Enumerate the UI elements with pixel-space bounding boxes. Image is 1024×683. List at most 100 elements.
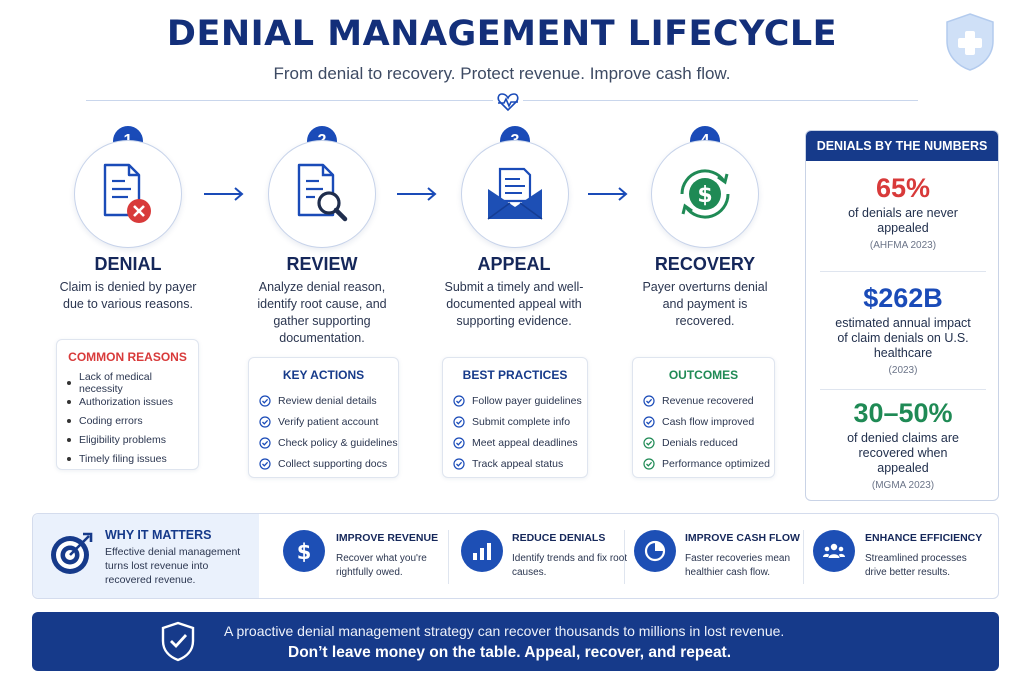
benefit-divider: [624, 530, 625, 584]
step-1-circle: [74, 140, 182, 248]
heartbeat-icon: [493, 92, 523, 112]
medical-shield-icon: [946, 13, 994, 71]
stat-divider: [820, 271, 986, 272]
action-item: Check policy & guidelines: [249, 432, 398, 453]
banner-line-1: A proactive denial management strategy c…: [224, 623, 785, 639]
key-actions-card: KEY ACTIONS Review denial details Verify…: [248, 357, 399, 478]
best-practices-card: BEST PRACTICES Follow payer guidelines S…: [442, 357, 588, 478]
check-circle-icon: [259, 415, 271, 428]
banner-line-2: Don’t leave money on the table. Appeal, …: [288, 644, 732, 661]
benefit-text: Streamlined processes drive better resul…: [865, 553, 967, 578]
step-3-title: APPEAL: [477, 254, 551, 274]
arrow-right-icon: [204, 187, 244, 201]
common-reasons-title: COMMON REASONS: [68, 350, 187, 364]
why-it-matters-text: Effective denial management turns lost r…: [105, 546, 241, 586]
check-circle-icon: [453, 436, 465, 449]
page-subtitle: From denial to recovery. Protect revenue…: [273, 64, 731, 83]
benefit-text: Identify trends and fix root causes.: [512, 553, 628, 578]
action-item: Verify patient account: [249, 411, 398, 432]
pie-chart-icon: [634, 530, 676, 572]
benefit-divider: [448, 530, 449, 584]
bullet-icon: [67, 418, 71, 423]
check-circle-icon: [259, 457, 271, 470]
stat-value: $262B: [863, 283, 943, 313]
why-it-matters-highlight: WHY IT MATTERS Effective denial manageme…: [33, 514, 259, 598]
check-circle-icon: [453, 415, 465, 428]
stat-divider: [820, 389, 986, 390]
bullet-icon: [67, 399, 71, 404]
check-circle-icon: [453, 394, 465, 407]
svg-text:$: $: [697, 183, 712, 208]
best-practices-title: BEST PRACTICES: [462, 368, 568, 382]
reason-item: Timely filing issues: [57, 448, 198, 469]
check-circle-icon: [453, 457, 465, 470]
reason-item: Authorization issues: [57, 391, 198, 412]
stat-source: (2023): [888, 365, 918, 376]
step-4-description: Payer overturns denial and payment is re…: [642, 280, 768, 328]
check-circle-icon: [259, 436, 271, 449]
action-item: Review denial details: [249, 390, 398, 411]
stat-description: estimated annual impact of claim denials…: [835, 316, 971, 360]
benefit-divider: [803, 530, 804, 584]
stat-value: 65%: [875, 173, 931, 203]
practice-item: Track appeal status: [443, 453, 587, 474]
bullet-icon: [67, 456, 71, 461]
outcome-item: Performance optimized: [633, 453, 774, 474]
benefit-text: Recover what you're rightfully owed.: [336, 553, 427, 578]
stat-value: 30–50%: [853, 398, 953, 428]
team-icon: [813, 530, 855, 572]
shield-check-icon: [161, 621, 195, 662]
outcomes-title: OUTCOMES: [668, 368, 739, 382]
envelope-document-icon: [487, 167, 543, 220]
bar-chart-icon: [461, 530, 503, 572]
denied-document-icon: [103, 163, 151, 223]
practice-item: Meet appeal deadlines: [443, 432, 587, 453]
step-1-title: DENIAL: [94, 254, 162, 274]
step-2-description: Analyze denial reason, identify root cau…: [257, 280, 387, 345]
outcome-item: Denials reduced: [633, 432, 774, 453]
step-4-title: RECOVERY: [654, 254, 756, 274]
bullet-icon: [67, 380, 71, 385]
step-2-title: REVIEW: [286, 254, 358, 274]
target-icon: [51, 532, 93, 574]
dollar-cycle-icon: $: [680, 169, 730, 219]
stat-description: of denials are never appealed: [848, 206, 958, 235]
reason-item: Eligibility problems: [57, 429, 198, 450]
benefit-title: REDUCE DENIALS: [512, 532, 606, 544]
action-item: Collect supporting docs: [249, 453, 398, 474]
practice-item: Submit complete info: [443, 411, 587, 432]
why-it-matters-title: WHY IT MATTERS: [105, 528, 212, 542]
reason-item: Coding errors: [57, 410, 198, 431]
dollar-icon: $: [283, 530, 325, 572]
common-reasons-card: COMMON REASONS Lack of medical necessity…: [56, 339, 199, 470]
benefit-title: ENHANCE EFFICIENCY: [865, 532, 983, 544]
arrow-right-icon: [397, 187, 437, 201]
check-circle-icon: [643, 436, 655, 449]
page-title: DENIAL MANAGEMENT LIFECYCLE: [166, 14, 838, 54]
step-3-description: Submit a timely and well-documented appe…: [444, 280, 584, 328]
outcomes-card: OUTCOMES Revenue recovered Cash flow imp…: [632, 357, 775, 478]
stat-description: of denied claims are recovered when appe…: [847, 431, 959, 475]
check-circle-icon: [643, 457, 655, 470]
check-circle-icon: [259, 394, 271, 407]
bullet-icon: [67, 437, 71, 442]
benefit-title: IMPROVE REVENUE: [336, 532, 439, 544]
denials-numbers-title: DENIALS BY THE NUMBERS: [806, 131, 998, 161]
step-4-circle: $: [651, 140, 759, 248]
document-search-icon: [297, 163, 348, 222]
reason-item: Lack of medical necessity: [57, 371, 198, 395]
step-1-description: Claim is denied by payer due to various …: [59, 280, 197, 311]
why-it-matters-panel: WHY IT MATTERS Effective denial manageme…: [32, 513, 999, 599]
arrow-right-icon: [588, 187, 628, 201]
denials-numbers-panel: DENIALS BY THE NUMBERS 65% of denials ar…: [805, 130, 999, 501]
benefit-title: IMPROVE CASH FLOW: [685, 532, 800, 544]
bottom-banner: A proactive denial management strategy c…: [32, 612, 999, 671]
check-circle-icon: [643, 415, 655, 428]
stat-block: 30–50% of denied claims are recovered wh…: [806, 398, 998, 491]
practice-item: Follow payer guidelines: [443, 390, 587, 411]
benefit-text: Faster recoveries mean healthier cash fl…: [685, 553, 791, 578]
svg-text:$: $: [297, 540, 312, 563]
step-2-circle: [268, 140, 376, 248]
check-circle-icon: [643, 394, 655, 407]
stat-block: $262B estimated annual impact of claim d…: [806, 283, 998, 376]
